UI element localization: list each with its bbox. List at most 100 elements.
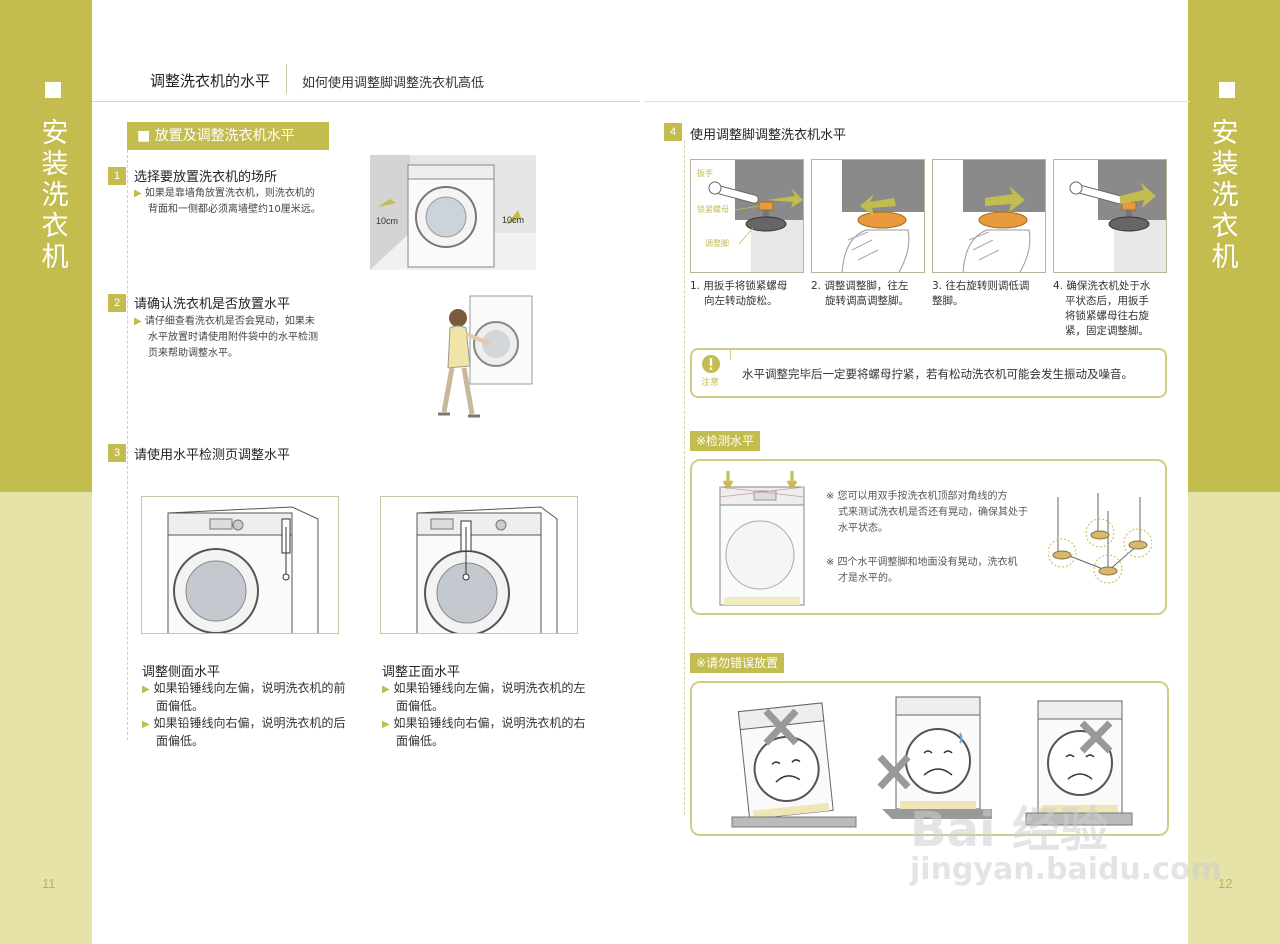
- four-feet-illustration: [1048, 493, 1152, 584]
- left-vertical-title: 安装洗衣机: [41, 118, 69, 273]
- triangle-bullet-icon: ▶: [382, 684, 390, 695]
- front-level-illustration: [416, 506, 558, 633]
- step-1-note-line-2: 背面和一侧都必须离墙壁约10厘米远。: [148, 204, 321, 215]
- side-level-caption-title: 调整侧面水平: [142, 665, 221, 680]
- step-3-title: 请使用水平检测页调整水平: [134, 448, 291, 463]
- side-level-bullet-2: 如果铅锤线向右偏，说明洗衣机的后面偏低。: [153, 716, 346, 748]
- triangle-bullet-icon: ▶: [134, 188, 142, 199]
- caution-text: 水平调整完毕后一定要将螺母拧紧，若有松动洗衣机可能会发生振动及噪音。: [742, 367, 1133, 381]
- left-dashed-guide: [127, 150, 128, 740]
- detect-level-tag: ※检测水平: [690, 431, 761, 451]
- step-2-number: 2: [108, 294, 126, 312]
- caution-label: 注意: [701, 378, 720, 388]
- right-vertical-title: 安装洗衣机: [1211, 118, 1239, 273]
- step-1-number: 1: [108, 167, 126, 185]
- left-page-number: 11: [42, 876, 56, 891]
- right-band-light: [1188, 492, 1280, 944]
- step-4-caption-3-line-2: 整脚。: [932, 295, 964, 307]
- page-header: 调整洗衣机的水平 如何使用调整脚调整洗衣机高低: [92, 56, 640, 102]
- loosen-nut-illustration: 扳手 锁紧螺母 调整脚: [697, 160, 803, 272]
- step-4-caption-4-line-2: 平状态后，用扳手: [1065, 295, 1149, 307]
- right-dashed-guide: [684, 140, 685, 815]
- header-subtitle: 如何使用调整脚调整洗衣机高低: [302, 76, 485, 91]
- step-4-caption-1-line-2: 向左转动旋松。: [704, 295, 778, 307]
- step-4-title: 使用调整脚调整洗衣机水平: [690, 128, 847, 143]
- step-4-caption-3-line-1: 3. 往右旋转则调低调: [932, 280, 1030, 292]
- right-page-number: 12: [1218, 876, 1233, 891]
- raise-foot-illustration: [841, 160, 924, 272]
- step-1-note-line-1: 如果是靠墙角放置洗衣机，则洗衣机的: [144, 188, 315, 199]
- wrong-placement-panel: [690, 681, 1169, 836]
- triangle-bullet-icon: ▶: [382, 719, 390, 730]
- step-4-caption-1-line-1: 1. 用扳手将锁紧螺母: [690, 280, 788, 292]
- watermark-url: jingyan.baidu.com: [910, 852, 1222, 887]
- left-side-band: 安装洗衣机 11: [0, 0, 92, 944]
- step-2-note: ▶ 请仔细查看洗衣机是否会晃动，如果未 水平放置时请使用附件袋中的水平检测 页来…: [134, 314, 318, 362]
- header-rule-right: [644, 101, 1190, 102]
- step-4-box-1: 扳手 锁紧螺母 调整脚: [690, 159, 804, 273]
- right-band-square: [1219, 82, 1235, 98]
- washer-corner-illustration: 10cm 10cm: [370, 155, 536, 270]
- warning-icon: [702, 355, 720, 373]
- lower-foot-illustration: [962, 160, 1045, 272]
- step-1-note: ▶ 如果是靠墙角放置洗衣机，则洗衣机的 背面和一侧都必须离墙壁约10厘米远。: [134, 186, 321, 218]
- tighten-nut-illustration: [1069, 160, 1166, 272]
- step-4-caption-4-line-4: 紧，固定调整脚。: [1065, 325, 1149, 337]
- caution-box: 注意 水平调整完毕后一定要将螺母拧紧，若有松动洗衣机可能会发生振动及噪音。: [690, 348, 1167, 398]
- side-level-box: [141, 496, 339, 634]
- wrench-label: 扳手: [697, 168, 713, 178]
- step-3-number: 3: [108, 444, 126, 462]
- detect-note-1: ※ 您可以用双手按洗衣机顶部对角线的方 式来测试洗衣机是否还有晃动，确保其处于 …: [826, 489, 1056, 537]
- wrong-placement-illustration: [731, 696, 1133, 828]
- side-level-illustration: [167, 506, 319, 633]
- dim-left-label: 10cm: [376, 216, 398, 226]
- step-1-title: 选择要放置洗衣机的场所: [134, 170, 278, 185]
- step-4-box-3: [932, 159, 1046, 273]
- step-2-note-line-1: 请仔细查看洗衣机是否会晃动，如果未: [144, 316, 315, 327]
- caution-divider: [730, 350, 731, 360]
- step-4-caption-2-line-1: 2. 调整调整脚，往左: [811, 280, 909, 292]
- detect-note-1-line-1: ※ 您可以用双手按洗衣机顶部对角线的方: [826, 491, 1008, 502]
- detect-note-1-line-2: 式来测试洗衣机是否还有晃动，确保其处于: [838, 507, 1028, 518]
- right-side-band: 安装洗衣机 12: [1188, 0, 1280, 944]
- detect-note-2-line-1: ※ 四个水平调整脚和地面没有晃动，洗衣机: [826, 557, 1018, 568]
- front-level-bullets: ▶ 如果铅锤线向左偏，说明洗衣机的左面偏低。 ▶ 如果铅锤线向右偏，说明洗衣机的…: [382, 680, 592, 750]
- detect-note-1-line-3: 水平状态。: [838, 523, 888, 534]
- step-4-caption-2-line-2: 旋转调高调整脚。: [825, 295, 909, 307]
- step-4-caption-4: 4. 确保洗衣机处于水 平状态后，用扳手 将锁紧螺母往右旋 紧，固定调整脚。: [1053, 279, 1169, 339]
- detect-note-2-line-2: 才是水平的。: [838, 573, 898, 584]
- triangle-bullet-icon: ▶: [142, 684, 150, 695]
- wrong-placement-tag: ※请勿错误放置: [690, 653, 785, 673]
- step-4-caption-4-line-3: 将锁紧螺母往右旋: [1065, 310, 1149, 322]
- adjust-foot-label: 调整脚: [705, 238, 729, 248]
- triangle-bullet-icon: ▶: [142, 719, 150, 730]
- front-level-bullet-1: 如果铅锤线向左偏，说明洗衣机的左面偏低。: [393, 681, 586, 713]
- detect-note-2: ※ 四个水平调整脚和地面没有晃动，洗衣机 才是水平的。: [826, 555, 1056, 587]
- dim-right-label: 10cm: [502, 215, 524, 225]
- triangle-bullet-icon: ▶: [134, 316, 142, 327]
- header-title: 调整洗衣机的水平: [150, 72, 271, 90]
- step-4-caption-4-line-1: 4. 确保洗衣机处于水: [1053, 280, 1151, 292]
- step-4-caption-3: 3. 往右旋转则调低调 整脚。: [932, 279, 1048, 309]
- side-level-bullets: ▶ 如果铅锤线向左偏，说明洗衣机的前面偏低。 ▶ 如果铅锤线向右偏，说明洗衣机的…: [142, 680, 352, 750]
- front-level-caption-title: 调整正面水平: [382, 665, 461, 680]
- left-band-square: [45, 82, 61, 98]
- side-level-bullet-1: 如果铅锤线向左偏，说明洗衣机的前面偏低。: [153, 681, 346, 713]
- left-band-light: [0, 492, 92, 944]
- header-divider: [286, 64, 287, 94]
- press-diagonal-illustration: [719, 471, 805, 606]
- step-2-title: 请确认洗衣机是否放置水平: [134, 297, 291, 312]
- front-level-box: [380, 496, 578, 634]
- step-4-caption-1: 1. 用扳手将锁紧螺母 向左转动旋松。: [690, 279, 806, 309]
- step-4-box-4: [1053, 159, 1167, 273]
- woman-checking-washer-illustration: [438, 295, 533, 418]
- step-2-note-line-2: 水平放置时请使用附件袋中的水平检测: [148, 332, 318, 343]
- step-4-box-2: [811, 159, 925, 273]
- section-heading: ■ 放置及调整洗衣机水平: [127, 122, 329, 150]
- step-2-note-line-3: 页来帮助调整水平。: [148, 348, 238, 359]
- front-level-bullet-2: 如果铅锤线向右偏，说明洗衣机的右面偏低。: [393, 716, 586, 748]
- lock-nut-label: 锁紧螺母: [697, 204, 729, 214]
- step-4-caption-2: 2. 调整调整脚，往左 旋转调高调整脚。: [811, 279, 927, 309]
- detect-level-panel: ※ 您可以用双手按洗衣机顶部对角线的方 式来测试洗衣机是否还有晃动，确保其处于 …: [690, 459, 1167, 615]
- step-4-number: 4: [664, 123, 682, 141]
